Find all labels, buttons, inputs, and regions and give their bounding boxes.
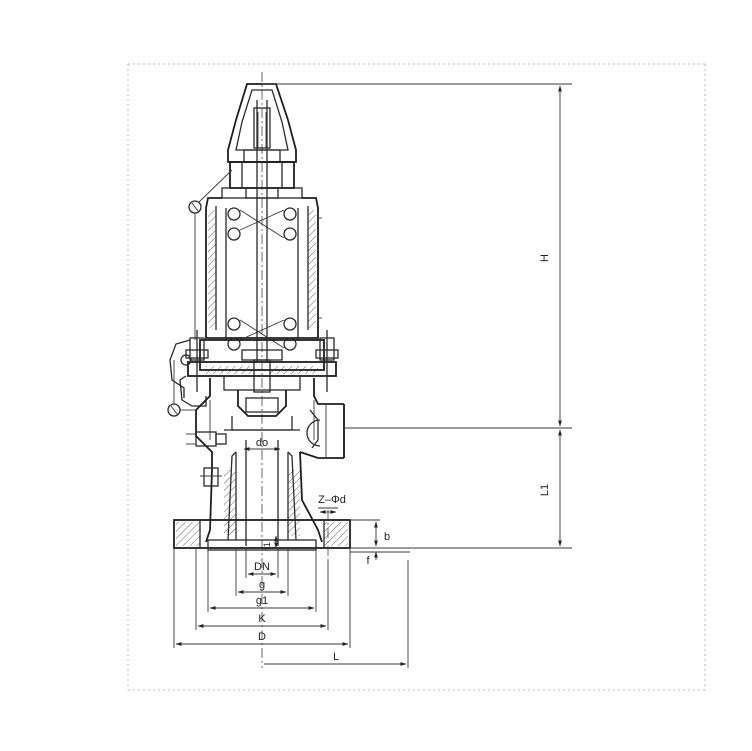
dimension-H: H bbox=[262, 83, 572, 429]
dimension-do: do bbox=[243, 437, 281, 451]
label-f: f bbox=[366, 555, 370, 567]
inlet-flange bbox=[173, 510, 351, 560]
dimension-g1: g1 bbox=[207, 548, 317, 612]
label-z-phid: Z–Φd bbox=[318, 494, 346, 506]
label-L1: L1 bbox=[539, 484, 551, 496]
dimension-K: K bbox=[195, 548, 329, 630]
dimension-z-phid: Z–Φd bbox=[318, 494, 346, 514]
label-H: H bbox=[539, 254, 551, 262]
spring-housing bbox=[205, 197, 322, 339]
dimension-f: f bbox=[350, 551, 410, 567]
disc-guide bbox=[209, 390, 315, 440]
label-D: D bbox=[258, 631, 266, 643]
dimension-b: b bbox=[350, 519, 390, 547]
lifting-lever bbox=[169, 339, 207, 407]
dimension-D: D bbox=[173, 548, 351, 648]
dimension-L1: L1 bbox=[350, 429, 572, 549]
sheet-frame bbox=[127, 63, 706, 691]
label-f1: f1 bbox=[262, 542, 272, 550]
item-callout-lower bbox=[167, 360, 196, 417]
label-K: K bbox=[258, 613, 266, 625]
label-b: b bbox=[384, 531, 390, 543]
label-g: g bbox=[259, 579, 265, 591]
dimension-DN: DN bbox=[245, 548, 279, 578]
label-L: L bbox=[333, 651, 339, 663]
label-g1: g1 bbox=[256, 595, 268, 607]
item-callout-upper bbox=[188, 169, 233, 340]
dimension-f1: f1 bbox=[262, 535, 278, 550]
dimension-L: L bbox=[264, 560, 409, 668]
drain-plug bbox=[186, 431, 227, 487]
spring bbox=[225, 207, 299, 351]
bonnet-flange bbox=[185, 330, 339, 392]
label-do: do bbox=[256, 437, 268, 449]
dimension-g: g bbox=[235, 548, 289, 596]
outlet-flange bbox=[306, 404, 345, 458]
label-DN: DN bbox=[254, 561, 270, 573]
